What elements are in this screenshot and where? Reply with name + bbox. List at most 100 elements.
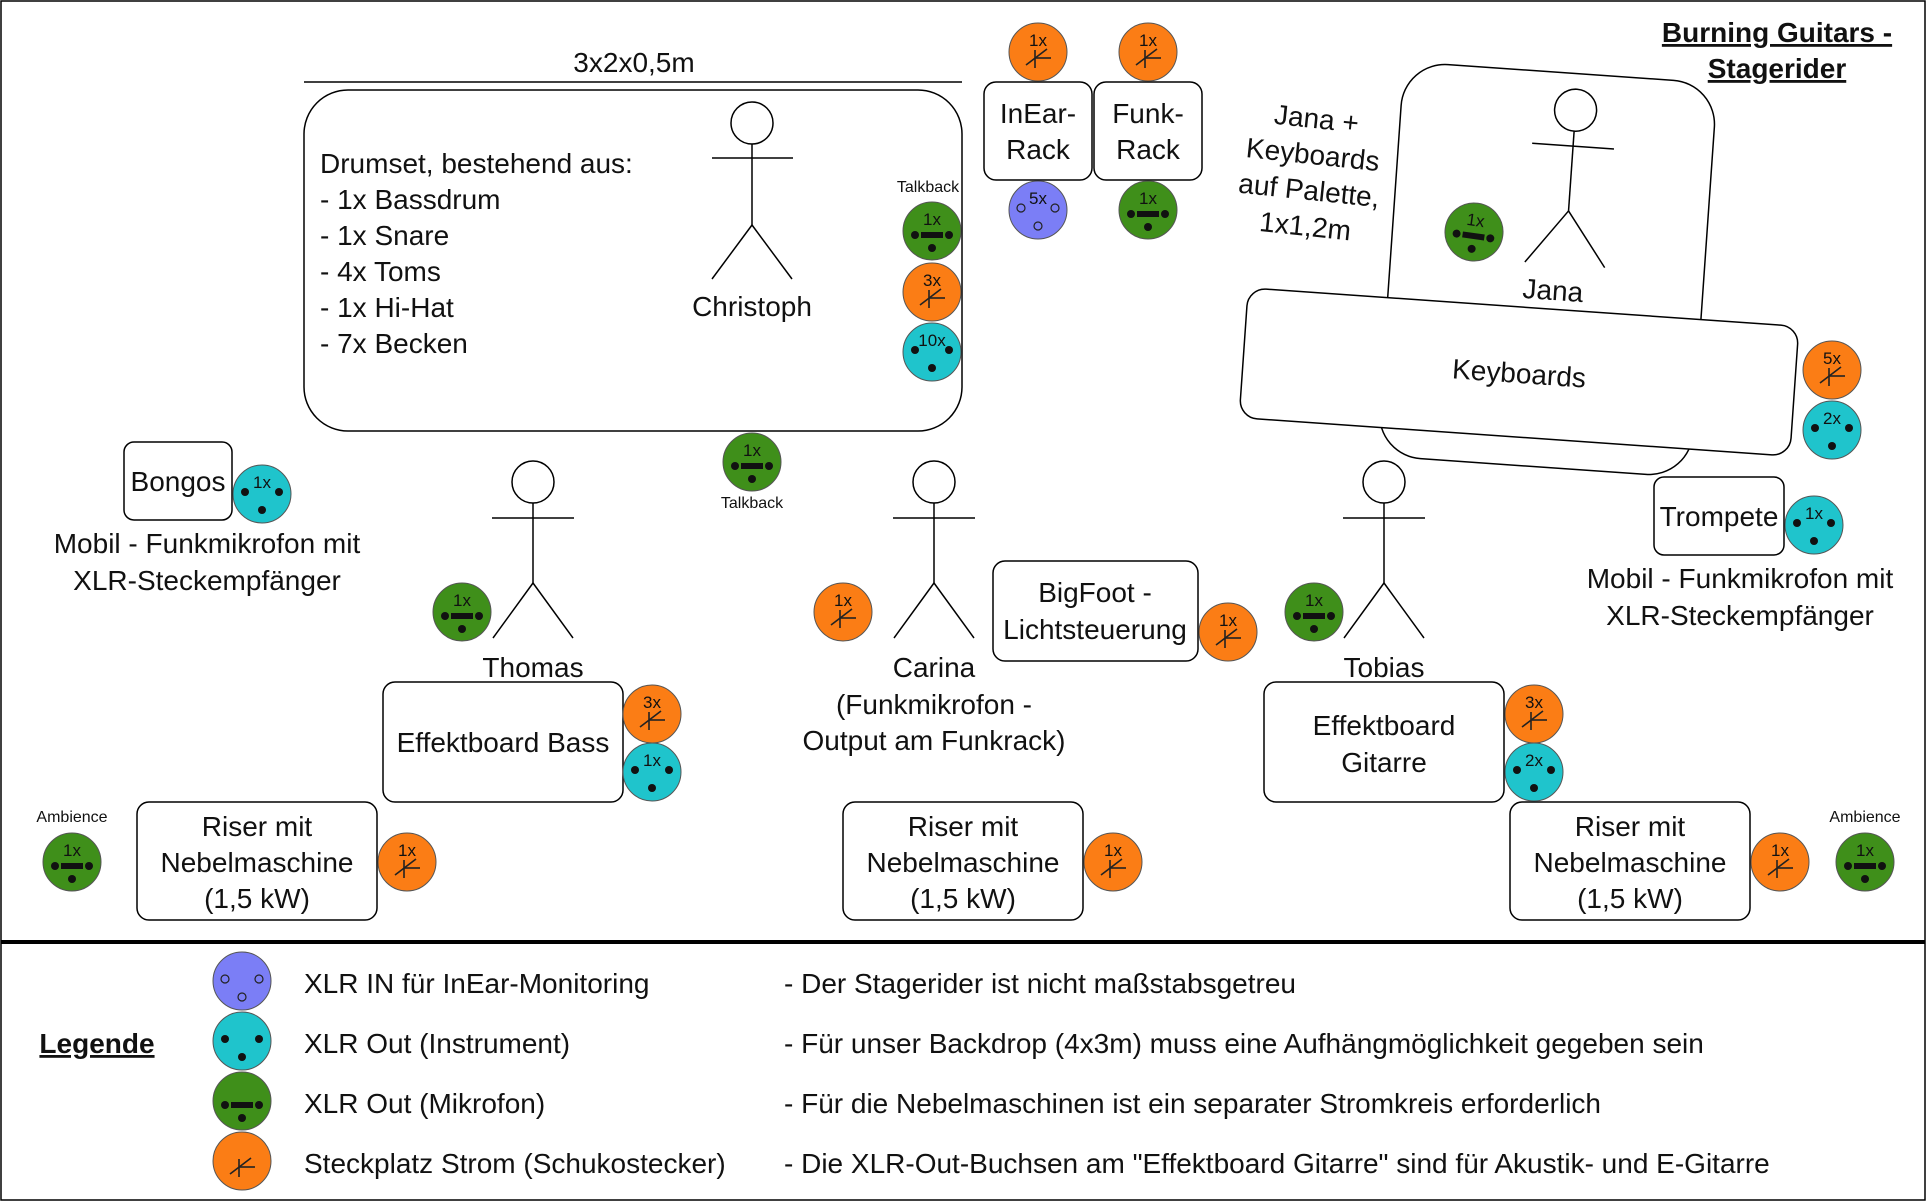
effektboard-gitarre-label: Effektboard (1313, 710, 1456, 741)
connector-count: 1x (743, 441, 761, 460)
legend-power-icon (212, 1131, 272, 1191)
riser-left-label: Nebelmaschine (161, 847, 354, 878)
jana-mic: 1x (1444, 202, 1504, 262)
trompete-box (1653, 476, 1785, 556)
drum-talkback-mic: 1x (902, 201, 962, 261)
legend-item-label: XLR IN für InEar-Monitoring (304, 968, 649, 999)
effektboard-gitarre (1263, 681, 1505, 803)
bongos-mobile-note: XLR-Steckempfänger (73, 565, 341, 596)
legend-title: Legende (39, 1028, 154, 1059)
connector-count: 1x (834, 591, 852, 610)
bigfoot-box (992, 560, 1199, 662)
legend-item-label: XLR Out (Instrument) (304, 1028, 570, 1059)
riser-center-label: Nebelmaschine (867, 847, 1060, 878)
bass-board-instrument-out: 1x (622, 742, 682, 802)
inear-rack-xlr-in: 5x (1008, 180, 1068, 240)
riser-left-label: (1,5 kW) (204, 883, 310, 914)
talkback-label-bottom: Talkback (721, 495, 784, 512)
talkback-label: Talkback (897, 179, 960, 196)
connector-count: 1x (1219, 611, 1237, 630)
connector-count: 3x (643, 693, 661, 712)
person-figure-christoph (711, 101, 793, 280)
talkback-mic-bottom: 1x (722, 432, 782, 492)
connector-count: 10x (918, 331, 946, 350)
drum-description: Drumset, bestehend aus: - 1x Bassdrum - … (320, 148, 633, 359)
drum-desc-line: - 4x Toms (320, 256, 441, 287)
ambience-label-left: Ambience (36, 809, 107, 826)
connector-count: 1x (1305, 591, 1323, 610)
legend-note: - Für unser Backdrop (4x3m) muss eine Au… (784, 1028, 1704, 1059)
connector-count: 1x (1771, 841, 1789, 860)
connector-count: 1x (1029, 31, 1047, 50)
drum-dimension: 3x2x0,5m (573, 47, 694, 78)
bigfoot-label: BigFoot - (1038, 577, 1152, 608)
connector-count: 5x (1029, 189, 1047, 208)
riser-right (1509, 801, 1751, 921)
legend-note: - Die XLR-Out-Buchsen am "Effektboard Gi… (784, 1148, 1770, 1179)
effektboard-gitarre-label: Gitarre (1341, 747, 1427, 778)
bass-board-power: 3x (622, 684, 682, 744)
trompete-label: Trompete (1660, 501, 1779, 532)
keyboards-box (1239, 288, 1799, 456)
drum-desc-line: - 1x Snare (320, 220, 449, 251)
connector-count: 1x (1139, 31, 1157, 50)
guitar-board-instrument-out: 2x (1504, 742, 1564, 802)
riser-left-power: 1x (377, 832, 437, 892)
ambience-label-right: Ambience (1829, 809, 1900, 826)
ambience-right-mic: 1x (1835, 832, 1895, 892)
connector-count: 1x (1805, 504, 1823, 523)
drum-desc-line: - 1x Bassdrum (320, 184, 501, 215)
legend-icon-layer (212, 951, 272, 1191)
riser-right-label: Riser mit (1575, 811, 1686, 842)
effektboard-bass-label: Effektboard Bass (397, 727, 610, 758)
inear-rack-power: 1x (1008, 22, 1068, 82)
riser-center (842, 801, 1084, 921)
legend-note: - Der Stagerider ist nicht maßstabsgetre… (784, 968, 1296, 999)
drum-desc-line: - 1x Hi-Hat (320, 292, 454, 323)
effektboard-bass (382, 681, 624, 803)
riser-left (136, 801, 378, 921)
person-name-carina: Carina (893, 652, 976, 683)
bongos-box (123, 441, 233, 521)
carina-note: Output am Funkrack) (803, 725, 1066, 756)
funk-rack-label: Rack (1116, 134, 1181, 165)
riser-center-label: Riser mit (908, 811, 1019, 842)
trompete-instrument-out: 1x (1784, 495, 1844, 555)
legend-in_ear-icon (212, 951, 272, 1011)
connector-count: 1x (1856, 841, 1874, 860)
person-figure-tobias (1343, 460, 1425, 639)
keyboards-power: 5x (1802, 340, 1862, 400)
person-name-christoph: Christoph (692, 291, 812, 322)
carina-note: (Funkmikrofon - (836, 689, 1032, 720)
connector-count: 2x (1525, 751, 1543, 770)
connector-count: 5x (1823, 349, 1841, 368)
connector-count: 1x (63, 841, 81, 860)
keyboards-instrument-out: 2x (1802, 400, 1862, 460)
person-figure-carina (893, 460, 975, 639)
legend-instrument-icon (212, 1011, 272, 1071)
bongos-label: Bongos (131, 466, 226, 497)
connector-count: 1x (453, 591, 471, 610)
riser-right-label: (1,5 kW) (1577, 883, 1683, 914)
person-name-thomas: Thomas (482, 652, 583, 683)
connector-count: 2x (1823, 409, 1841, 428)
bigfoot-label: Lichtsteuerung (1003, 614, 1187, 645)
thomas-mic: 1x (432, 582, 492, 642)
connector-count: 3x (923, 271, 941, 290)
carina-power: 1x (813, 582, 873, 642)
legend-item-label: XLR Out (Mikrofon) (304, 1088, 545, 1119)
guitar-board-power: 3x (1504, 684, 1564, 744)
riser-center-power: 1x (1083, 832, 1143, 892)
connector-count: 1x (398, 841, 416, 860)
drum-desc-line: Drumset, bestehend aus: (320, 148, 633, 179)
legend-item-label: Steckplatz Strom (Schukostecker) (304, 1148, 726, 1179)
drum-riser (303, 89, 963, 432)
trompete-mobile-note: Mobil - Funkmikrofon mit (1587, 563, 1894, 594)
inear-rack-label: Rack (1006, 134, 1071, 165)
connector-count: 3x (1525, 693, 1543, 712)
riser-right-label: Nebelmaschine (1534, 847, 1727, 878)
legend-note: - Für die Nebelmaschinen ist ein separat… (784, 1088, 1601, 1119)
person-name-tobias: Tobias (1344, 652, 1425, 683)
title-line-1: Burning Guitars - (1662, 17, 1892, 48)
